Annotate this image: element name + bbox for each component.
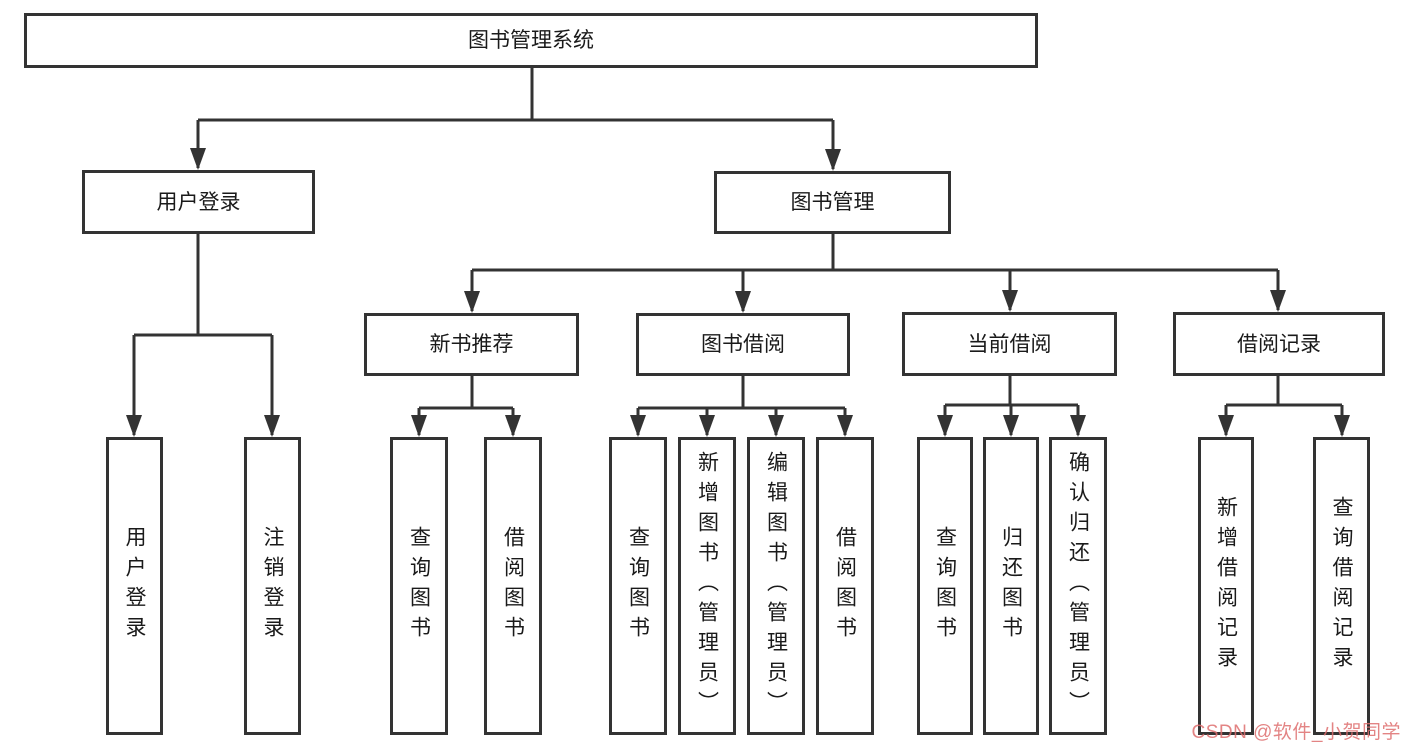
node-library-system-label: 图书管理系统 xyxy=(468,29,594,52)
node-bb-query-book-label: 查询图书 xyxy=(626,526,650,646)
node-cb-query-book-label: 查询图书 xyxy=(933,526,957,646)
node-bb-add-book-admin: 新增图书（管理员） xyxy=(678,437,736,735)
node-rec-query-book-label: 查询图书 xyxy=(407,526,431,646)
arrow-bb-query xyxy=(630,415,646,437)
arrow-bookmgmt xyxy=(825,149,841,171)
node-bb-add-book-admin-label: 新增图书（管理员） xyxy=(695,451,719,721)
arrow-newrec xyxy=(464,291,480,313)
arrow-bb-add xyxy=(699,415,715,437)
node-bb-edit-book-admin: 编辑图书（管理员） xyxy=(747,437,805,735)
node-book-borrowing: 图书借阅 xyxy=(636,313,850,376)
node-book-borrowing-label: 图书借阅 xyxy=(701,333,785,356)
node-cb-confirm-return-admin-label: 确认归还（管理员） xyxy=(1066,451,1090,721)
arrow-br-query xyxy=(1334,415,1350,437)
node-book-management: 图书管理 xyxy=(714,171,951,234)
node-current-borrowing: 当前借阅 xyxy=(902,312,1117,376)
node-library-system: 图书管理系统 xyxy=(24,13,1038,68)
node-rec-borrow-book: 借阅图书 xyxy=(484,437,542,735)
arrow-logout xyxy=(264,415,280,437)
node-br-add-record-label: 新增借阅记录 xyxy=(1214,496,1238,676)
node-user-login-group: 用户登录 xyxy=(82,170,315,234)
node-user-login-group-label: 用户登录 xyxy=(156,190,241,214)
arrow-userlogin xyxy=(190,148,206,170)
node-user-login-label: 用户登录 xyxy=(123,526,146,646)
node-logout-label: 注销登录 xyxy=(261,526,284,646)
node-bb-borrow-book-label: 借阅图书 xyxy=(833,526,857,646)
node-rec-query-book: 查询图书 xyxy=(390,437,448,735)
arrowheads xyxy=(126,148,1350,437)
arrow-login xyxy=(126,415,142,437)
node-cb-query-book: 查询图书 xyxy=(917,437,973,735)
node-cb-return-book-label: 归还图书 xyxy=(999,526,1023,646)
arrow-rec-query xyxy=(411,415,427,437)
node-br-query-record: 查询借阅记录 xyxy=(1313,437,1370,735)
node-logout: 注销登录 xyxy=(244,437,301,735)
node-bb-query-book: 查询图书 xyxy=(609,437,667,735)
node-borrowing-records-label: 借阅记录 xyxy=(1237,332,1321,356)
arrow-rec-borrow xyxy=(505,415,521,437)
node-borrowing-records: 借阅记录 xyxy=(1173,312,1385,376)
arrow-br-add xyxy=(1218,415,1234,437)
node-cb-confirm-return-admin: 确认归还（管理员） xyxy=(1049,437,1107,735)
node-br-query-record-label: 查询借阅记录 xyxy=(1330,496,1353,676)
node-current-borrowing-label: 当前借阅 xyxy=(967,332,1052,356)
arrow-records xyxy=(1270,290,1286,312)
node-new-book-recommend: 新书推荐 xyxy=(364,313,579,376)
node-cb-return-book: 归还图书 xyxy=(983,437,1039,735)
node-bb-borrow-book: 借阅图书 xyxy=(816,437,874,735)
arrow-bookborrow xyxy=(735,291,751,313)
arrow-bb-borrow xyxy=(837,415,853,437)
arrow-current xyxy=(1002,290,1018,312)
arrow-cb-return xyxy=(1003,415,1019,437)
node-rec-borrow-book-label: 借阅图书 xyxy=(501,526,525,646)
arrow-cb-confirm xyxy=(1070,415,1086,437)
node-bb-edit-book-admin-label: 编辑图书（管理员） xyxy=(764,451,788,721)
arrow-bb-edit xyxy=(768,415,784,437)
arrow-cb-query xyxy=(937,415,953,437)
csdn-watermark: CSDN @软件_小贺同学 xyxy=(1191,722,1401,743)
node-user-login: 用户登录 xyxy=(106,437,163,735)
node-book-management-label: 图书管理 xyxy=(790,191,875,214)
node-new-book-recommend-label: 新书推荐 xyxy=(429,333,514,356)
node-br-add-record: 新增借阅记录 xyxy=(1198,437,1254,735)
